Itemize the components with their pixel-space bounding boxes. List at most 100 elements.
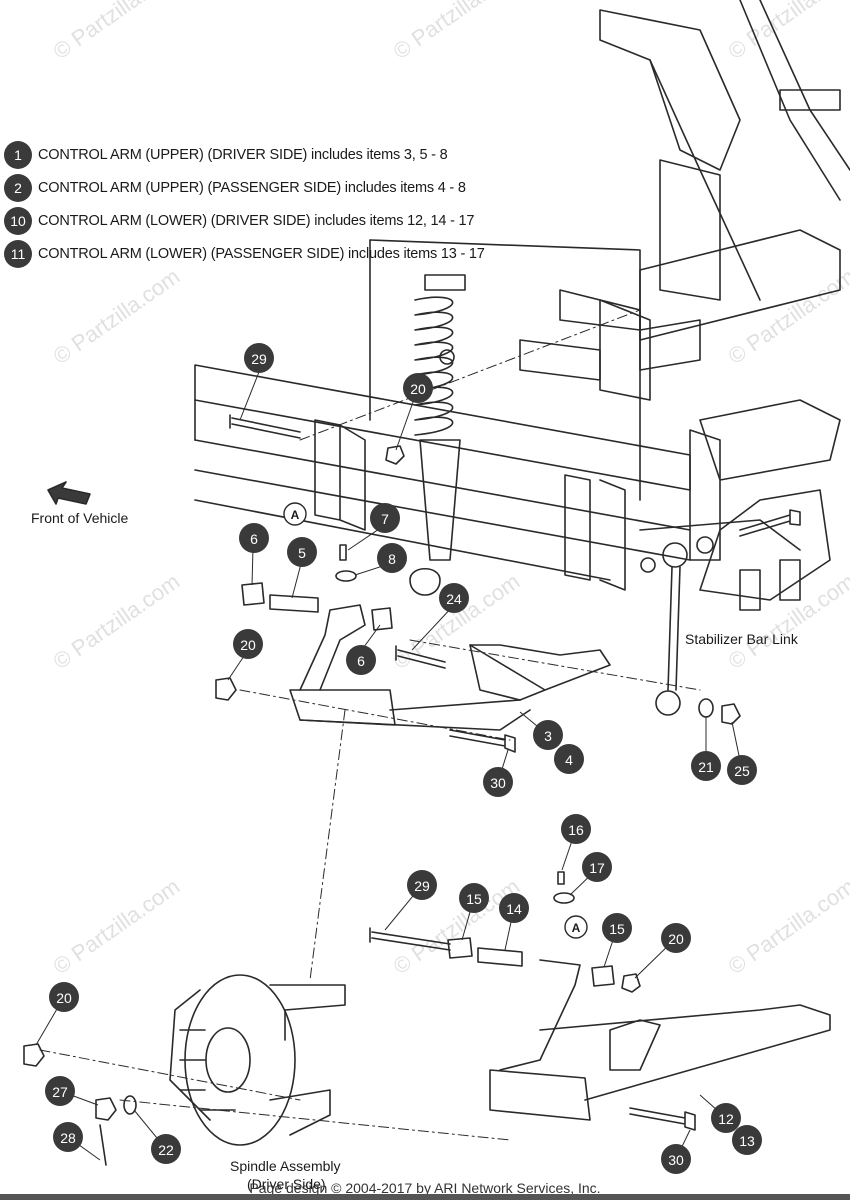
callout-number: 30 [668, 1152, 684, 1168]
sleeve-14 [477, 947, 523, 967]
legend-item: 11 CONTROL ARM (LOWER) (PASSENGER SIDE) … [4, 237, 624, 270]
watermark: © Partzilla.com [49, 569, 185, 675]
callout-25: 25 [727, 755, 757, 785]
spindle-assembly-label: Spindle Assembly [230, 1158, 341, 1174]
callout-12: 12 [711, 1103, 741, 1133]
legend-number-badge: 11 [4, 239, 32, 268]
callout-15: 15 [459, 883, 489, 913]
reference-a-upper: A [283, 502, 307, 526]
watermark: © Partzilla.com [49, 874, 185, 980]
callout-20: 20 [233, 629, 263, 659]
callout-17: 17 [582, 852, 612, 882]
sleeve-5 [269, 594, 319, 613]
nut-20-lower [621, 973, 641, 993]
callout-30: 30 [661, 1144, 691, 1174]
watermark: © Partzilla.com [724, 0, 850, 64]
washer-21 [698, 698, 714, 718]
svg-text:A: A [291, 508, 300, 522]
leader-line [309, 709, 346, 981]
callout-8: 8 [377, 543, 407, 573]
callout-number: 4 [565, 752, 573, 768]
callout-number: 20 [410, 381, 426, 397]
grease-fitting-16 [557, 871, 565, 885]
callout-6: 6 [239, 523, 269, 553]
callout-28: 28 [53, 1122, 83, 1152]
nut-20-spindle [23, 1043, 45, 1067]
svg-text:A: A [572, 921, 581, 935]
callout-number: 25 [734, 763, 750, 779]
leader-line [239, 689, 511, 741]
callout-number: 20 [240, 637, 256, 653]
legend-item-text: CONTROL ARM (UPPER) (PASSENGER SIDE) inc… [38, 179, 466, 196]
callout-7: 7 [370, 503, 400, 533]
callout-24: 24 [439, 583, 469, 613]
callout-6: 6 [346, 645, 376, 675]
nut-20-mid [215, 677, 237, 701]
mount-bracket-left [314, 419, 366, 531]
callout-number: 6 [357, 653, 365, 669]
callout-14: 14 [499, 893, 529, 923]
callout-16: 16 [561, 814, 591, 844]
frame-crossbeam [194, 239, 691, 581]
watermark: © Partzilla.com [724, 264, 850, 370]
front-of-vehicle-label: Front of Vehicle [31, 510, 129, 526]
callout-number: 3 [544, 728, 552, 744]
stabilizer-bar-link [640, 509, 801, 716]
callout-number: 15 [609, 921, 625, 937]
lower-control-arm [489, 959, 831, 1121]
bolt-24 [395, 645, 446, 669]
front-direction-arrow [47, 481, 91, 505]
callout-29: 29 [407, 870, 437, 900]
watermark: © Partzilla.com [724, 569, 850, 675]
callout-number: 17 [589, 860, 605, 876]
callout-27: 27 [45, 1076, 75, 1106]
callout-number: 21 [698, 759, 714, 775]
callout-number: 29 [251, 351, 267, 367]
legend-item-text: CONTROL ARM (UPPER) (DRIVER SIDE) includ… [38, 146, 448, 163]
castle-nut-27 [95, 1097, 117, 1121]
callout-number: 24 [446, 591, 462, 607]
callout-20: 20 [49, 982, 79, 1012]
callout-29: 29 [244, 343, 274, 373]
legend-number-badge: 10 [4, 206, 32, 235]
reference-a-lower: A [564, 915, 588, 939]
callout-number: 20 [56, 990, 72, 1006]
watermark: © Partzilla.com [49, 264, 185, 370]
watermark: © Partzilla.com [49, 0, 185, 64]
callout-number: 29 [414, 878, 430, 894]
upper-control-arm [289, 604, 611, 731]
bushing-6-left [241, 582, 265, 606]
callout-5: 5 [287, 537, 317, 567]
callout-number: 27 [52, 1084, 68, 1100]
callout-number: 8 [388, 551, 396, 567]
legend-item: 1 CONTROL ARM (UPPER) (DRIVER SIDE) incl… [4, 138, 624, 171]
washer-17 [553, 892, 575, 904]
bolt-30-lower [629, 1107, 696, 1131]
legend-number-badge: 1 [4, 140, 32, 169]
callout-number: 30 [490, 775, 506, 791]
callout-number: 13 [739, 1133, 755, 1149]
callout-13: 13 [732, 1125, 762, 1155]
bolt-29-lower [369, 927, 451, 951]
callout-number: 14 [506, 901, 522, 917]
callout-number: 5 [298, 545, 306, 561]
spindle-assembly [169, 974, 346, 1146]
mount-bracket-right [564, 474, 626, 591]
callout-number: 7 [381, 511, 389, 527]
washer-8 [335, 570, 357, 582]
copyright-footer: Page design © 2004-2017 by ARI Network S… [249, 1180, 601, 1196]
nut-25 [721, 703, 741, 725]
leader-line [119, 1099, 511, 1141]
callout-number: 6 [250, 531, 258, 547]
callout-15: 15 [602, 913, 632, 943]
legend-number-badge: 2 [4, 173, 32, 202]
callout-number: 15 [466, 891, 482, 907]
leader-line [39, 1049, 301, 1101]
callout-number: 22 [158, 1142, 174, 1158]
shock-absorber [409, 274, 466, 596]
bolt-29-upper [229, 414, 301, 439]
callout-20: 20 [403, 373, 433, 403]
bushing-15-right [591, 965, 615, 987]
leader-line [409, 639, 701, 691]
